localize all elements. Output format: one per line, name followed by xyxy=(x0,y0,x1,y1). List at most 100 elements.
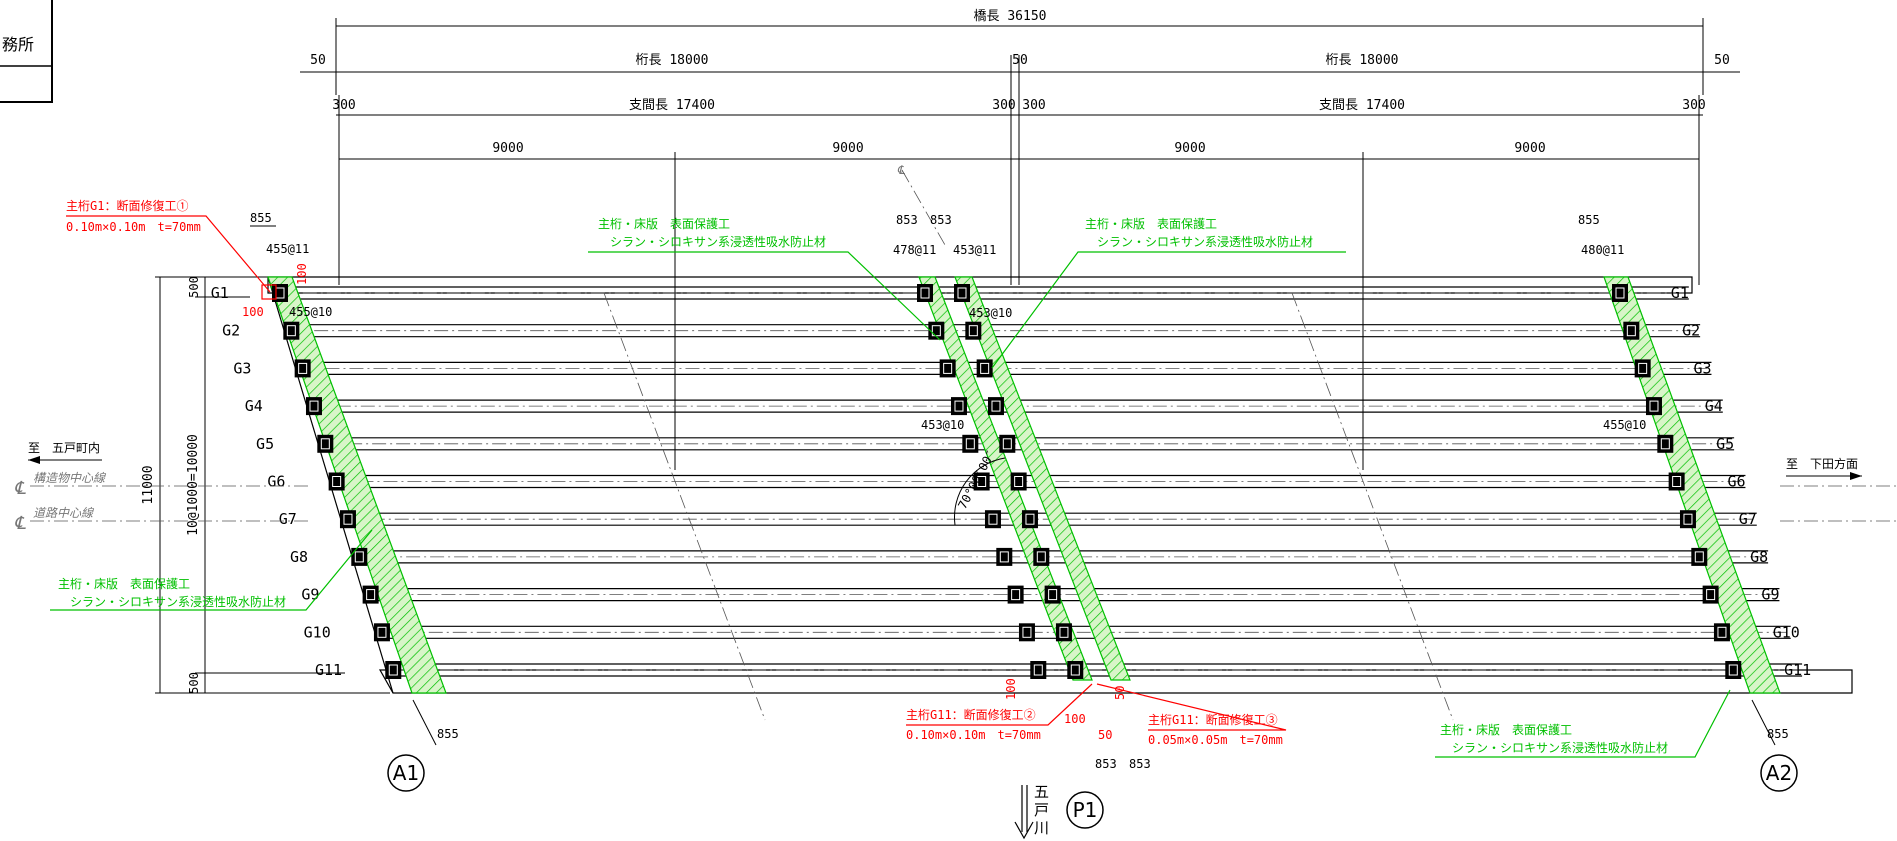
bearing-p1-left xyxy=(962,434,979,453)
repair3-spec: 0.05m×0.05m t=70mm xyxy=(1148,733,1283,747)
bearing-p1-right xyxy=(954,284,970,302)
bearing-inner xyxy=(954,400,964,412)
girder-label-left: G11 xyxy=(315,661,342,679)
bearing-a2 xyxy=(1634,359,1651,378)
protect-a-spec: シラン・シロキサン系浸透性吸水防止材 xyxy=(610,234,826,249)
pitch-p1-left: 478@11 xyxy=(893,243,936,257)
bearing-p1-right xyxy=(965,321,982,340)
bearing-inner xyxy=(1022,626,1032,638)
offset-300-c: 300 xyxy=(1022,98,1045,113)
girder-label-right: G4 xyxy=(1705,397,1723,415)
girder-label-right: G8 xyxy=(1750,548,1768,566)
girder-label-right: G9 xyxy=(1761,586,1779,604)
river-char-3: 川 xyxy=(1034,819,1049,837)
bearing-a1 xyxy=(283,321,300,340)
skew-853-p1-bottom-a: 853 xyxy=(1095,757,1117,771)
title-block: 務所 xyxy=(0,0,53,103)
road-cl-label: 道路中心線 xyxy=(33,506,95,520)
bearing-group xyxy=(272,284,1742,679)
span-length-2: 支間長 17400 xyxy=(1319,98,1405,113)
pitch-a2-sub: 455@10 xyxy=(1603,418,1646,432)
girder-label-right: G5 xyxy=(1716,435,1734,453)
bearing-inner xyxy=(1048,589,1058,601)
bearing-inner xyxy=(1717,626,1727,638)
bearing-inner xyxy=(920,287,930,299)
bearing-inner xyxy=(1706,589,1716,601)
half-span-4: 9000 xyxy=(1514,141,1545,156)
bearing-inner xyxy=(1615,287,1625,299)
edge-500-top: 500 xyxy=(187,276,201,298)
support-markers: A1 P1 A2 五 戸 川 xyxy=(387,754,1798,840)
skew-centerlines xyxy=(603,169,1454,721)
bearing-a2 xyxy=(1691,547,1708,566)
girder-label-right: G2 xyxy=(1682,322,1700,340)
repair2-spec: 0.10m×0.10m t=70mm xyxy=(906,728,1041,742)
girder-label-left: G8 xyxy=(290,548,308,566)
skew-dimensions: 855 455@11 455@10 853 853 478@11 453@11 … xyxy=(250,211,1789,771)
girder-label-left: G10 xyxy=(304,623,331,641)
bearing-p1-right xyxy=(976,359,993,378)
bearing-p1-right xyxy=(1044,585,1061,604)
girder-label-right: G3 xyxy=(1693,359,1711,377)
bearing-p1-right xyxy=(1055,623,1072,642)
girder-label-right: G11 xyxy=(1784,661,1811,679)
bearing-inner xyxy=(286,325,296,337)
repair2-title: 主桁G11：断面修復工② xyxy=(906,707,1036,722)
protection-band-p1-right xyxy=(954,276,1131,681)
protect-a-title: 主桁・床版 表面保護工 xyxy=(598,216,730,231)
skew-855-a2-top: 855 xyxy=(1578,213,1600,227)
bearing-p1-right xyxy=(1021,510,1038,529)
half-span-2: 9000 xyxy=(832,141,863,156)
bearing-inner xyxy=(298,362,308,374)
bearing-a1 xyxy=(317,434,334,453)
repair1-title: 主桁G1：断面修復工① xyxy=(66,198,188,213)
bearing-inner xyxy=(1025,513,1035,525)
offset-300-d: 300 xyxy=(1682,98,1705,113)
road-cl-symbol: ℄ xyxy=(14,513,26,534)
bearing-inner xyxy=(1638,362,1648,374)
girder-label-left: G5 xyxy=(256,435,274,453)
girder-label-left: G1 xyxy=(211,284,229,302)
bearing-inner xyxy=(957,287,967,299)
bearing-inner xyxy=(1649,400,1659,412)
bearing-inner xyxy=(1014,476,1024,487)
skew-855-a1: 855 xyxy=(250,211,272,225)
bearing-p1-right xyxy=(1010,472,1027,491)
support-p1: P1 xyxy=(1073,798,1098,822)
skew-855-a1-bottom: 855 xyxy=(437,727,459,741)
bearing-inner xyxy=(388,664,398,676)
repair3-title: 主桁G11：断面修復工③ xyxy=(1148,712,1278,727)
bearing-inner xyxy=(943,362,953,374)
bearing-inner xyxy=(366,589,376,601)
bearing-inner xyxy=(1660,438,1670,450)
bearing-inner xyxy=(1626,325,1636,337)
bearing-a1 xyxy=(305,397,322,416)
bearing-p1-right xyxy=(999,434,1016,453)
protection-bands xyxy=(267,276,1781,694)
edge-500-bottom: 500 xyxy=(187,672,201,694)
girder-label-right: G10 xyxy=(1773,623,1800,641)
bearing-p1-left xyxy=(950,397,967,416)
skew-853-p1-a: 853 xyxy=(896,213,918,227)
bearing-inner xyxy=(1070,664,1080,676)
bearing-inner xyxy=(377,626,387,638)
bearing-a1 xyxy=(362,585,379,604)
end-gap-left: 50 xyxy=(310,53,326,68)
bearing-inner xyxy=(980,362,990,374)
bearing-p1-left xyxy=(917,284,933,302)
protect-d-title: 主桁・床版 表面保護工 xyxy=(1440,722,1572,737)
bearing-inner xyxy=(1011,589,1021,601)
bearing-a2 xyxy=(1668,472,1685,491)
pitch-a2-top: 480@11 xyxy=(1581,243,1624,257)
river-char-2: 戸 xyxy=(1034,801,1049,819)
bearing-inner xyxy=(991,400,1001,412)
width-spacing: 10@1000=10000 xyxy=(186,434,201,536)
bearing-inner xyxy=(1728,664,1738,676)
bearing-p1-right xyxy=(987,397,1004,416)
repair1-dim-100-v: 100 xyxy=(295,263,309,285)
bearing-inner xyxy=(1036,551,1046,563)
bearing-p1-left xyxy=(984,510,1001,529)
bearing-inner xyxy=(965,438,975,450)
